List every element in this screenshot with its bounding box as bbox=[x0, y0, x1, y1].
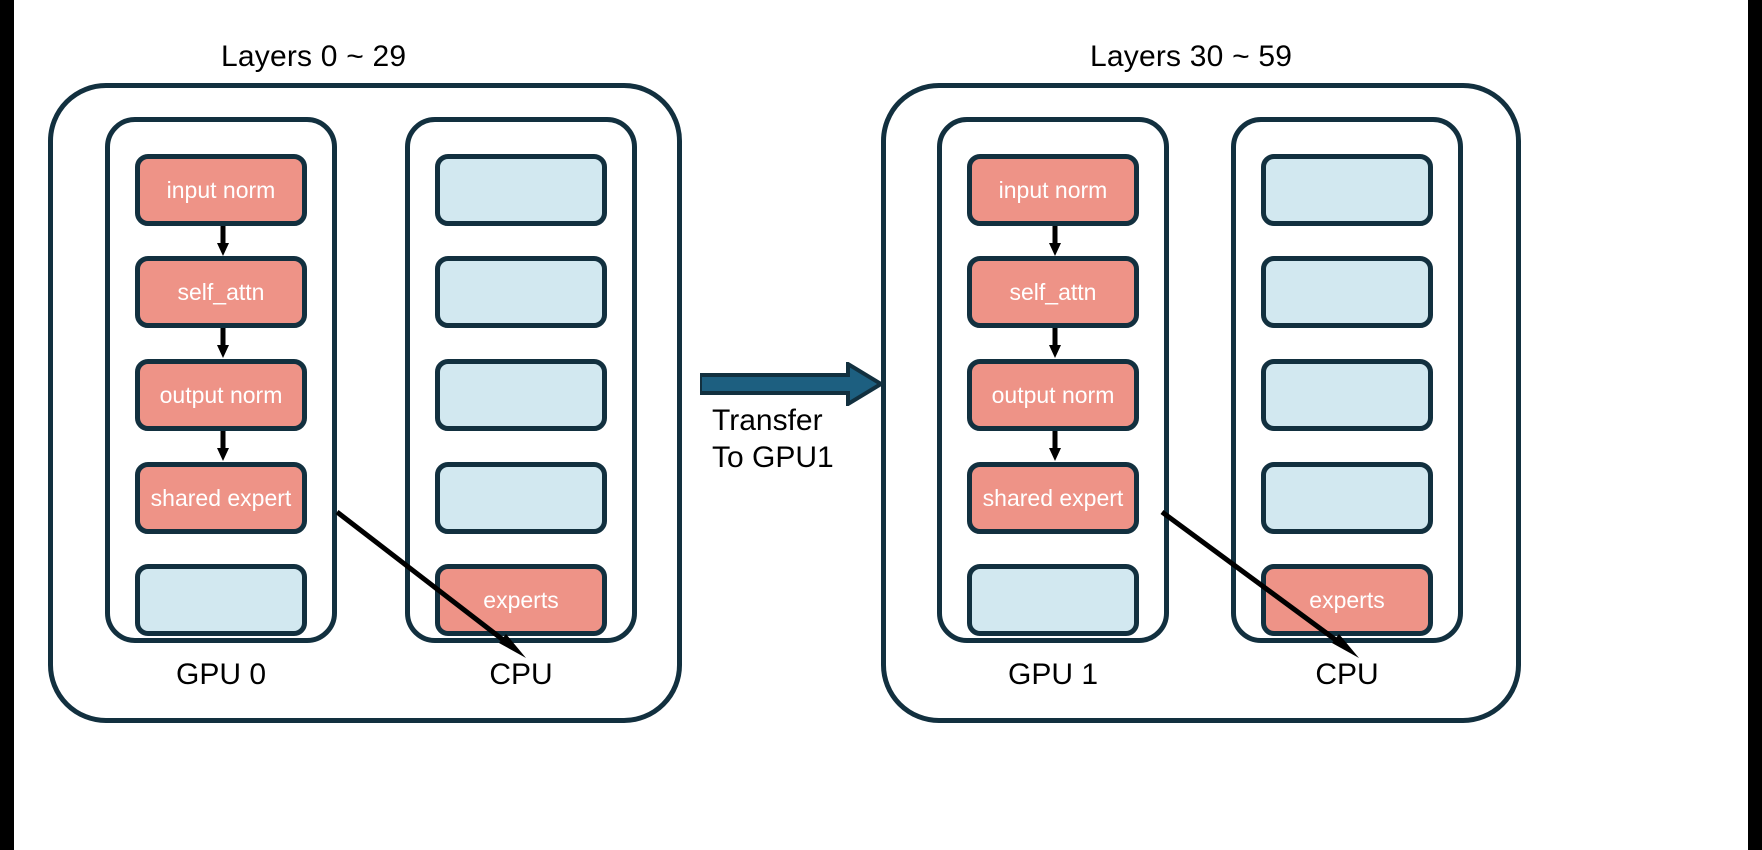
transfer-label: Transfer To GPU1 bbox=[712, 404, 834, 474]
device-panel-right: input norm self_attn output norm shared … bbox=[881, 83, 1521, 723]
cpu-expert-slot[interactable] bbox=[435, 462, 607, 534]
down-arrow-icon bbox=[1049, 431, 1061, 461]
gpu1-label: GPU 1 bbox=[1007, 658, 1099, 691]
unit-shared-expert[interactable]: shared expert bbox=[967, 462, 1139, 534]
unit-input-norm[interactable]: input norm bbox=[135, 154, 307, 226]
down-arrow-icon bbox=[217, 328, 229, 358]
cpu0-column: experts bbox=[405, 117, 637, 643]
cpu-expert-slot[interactable] bbox=[435, 154, 607, 226]
cpu-expert-slot[interactable] bbox=[435, 256, 607, 328]
panel-title-right: Layers 30 ~ 59 bbox=[1090, 40, 1293, 73]
unit-input-norm[interactable]: input norm bbox=[967, 154, 1139, 226]
cpu-expert-slot[interactable] bbox=[1261, 359, 1433, 431]
cpu-expert-slot[interactable] bbox=[435, 359, 607, 431]
cpu-expert-slot[interactable] bbox=[1261, 154, 1433, 226]
unit-empty-slot[interactable] bbox=[967, 564, 1139, 636]
device-panel-left: input norm self_attn output norm shared … bbox=[48, 83, 682, 723]
cpu0-label: CPU bbox=[489, 658, 553, 691]
gpu1-column: input norm self_attn output norm shared … bbox=[937, 117, 1169, 643]
cpu-expert-slot[interactable] bbox=[1261, 256, 1433, 328]
unit-experts[interactable]: experts bbox=[435, 564, 607, 636]
down-arrow-icon bbox=[217, 226, 229, 256]
down-arrow-icon bbox=[1049, 328, 1061, 358]
unit-self-attn[interactable]: self_attn bbox=[967, 256, 1139, 328]
right-arrow-icon bbox=[700, 362, 882, 406]
unit-self-attn[interactable]: self_attn bbox=[135, 256, 307, 328]
cpu1-label: CPU bbox=[1315, 658, 1379, 691]
cpu-expert-slot[interactable] bbox=[1261, 462, 1433, 534]
unit-experts[interactable]: experts bbox=[1261, 564, 1433, 636]
unit-empty-slot[interactable] bbox=[135, 564, 307, 636]
unit-output-norm[interactable]: output norm bbox=[135, 359, 307, 431]
panel-title-left: Layers 0 ~ 29 bbox=[221, 40, 407, 73]
unit-shared-expert[interactable]: shared expert bbox=[135, 462, 307, 534]
gpu0-column: input norm self_attn output norm shared … bbox=[105, 117, 337, 643]
down-arrow-icon bbox=[217, 431, 229, 461]
down-arrow-icon bbox=[1049, 226, 1061, 256]
gpu0-label: GPU 0 bbox=[175, 658, 267, 691]
diagram-stage: Layers 0 ~ 29 Layers 30 ~ 59 input norm … bbox=[14, 0, 1748, 850]
cpu1-column: experts bbox=[1231, 117, 1463, 643]
unit-output-norm[interactable]: output norm bbox=[967, 359, 1139, 431]
